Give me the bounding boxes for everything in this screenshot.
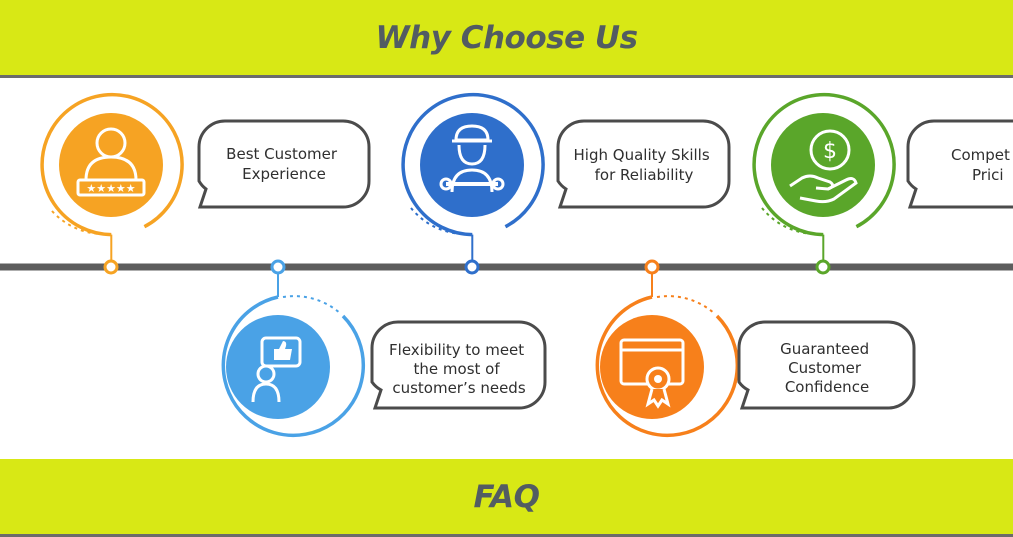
blue-ring-arc xyxy=(401,92,545,237)
certificate-badge-icon xyxy=(619,338,685,409)
feature-best-customer-experience: ★★★★★ Best Customer Experience xyxy=(40,92,371,275)
orange-ring-arc xyxy=(40,92,184,237)
feature-label-line: Experience xyxy=(242,165,326,183)
deep-orange-icon-disc xyxy=(600,315,704,419)
footer-band: FAQ xyxy=(0,459,1013,537)
feature-label-line: Guaranteed xyxy=(780,340,869,358)
feature-competitive-pricing: $ Compet Prici xyxy=(752,92,1013,275)
worker-wrench-icon xyxy=(439,124,505,193)
feature-flexibility: Flexibility to meet the most of customer… xyxy=(221,259,547,438)
speech-bubble xyxy=(556,119,731,209)
deep-orange-ring-arc xyxy=(595,295,740,438)
feature-high-quality-skills: High Quality Skills for Reliability xyxy=(401,92,731,275)
feature-label: Best Customer Experience xyxy=(226,145,342,183)
money-hand-icon: $ xyxy=(789,129,858,204)
feature-label-line: Best Customer xyxy=(226,145,338,163)
feature-label-line: Flexibility to meet xyxy=(389,341,524,359)
feature-label-line: Customer xyxy=(788,359,862,377)
timeline-diagram: ★★★★★ Best Customer Experience Flexibili… xyxy=(0,92,1013,438)
speech-bubble xyxy=(370,320,547,410)
blue-timeline-node xyxy=(464,259,480,275)
feature-label: Flexibility to meet the most of customer… xyxy=(389,341,529,397)
feature-label: Guaranteed Customer Confidence xyxy=(780,340,874,396)
feature-guaranteed-confidence: Guaranteed Customer Confidence xyxy=(595,259,916,438)
speech-bubble xyxy=(906,119,1013,209)
deep-orange-ring-dotted xyxy=(656,295,716,315)
feature-label-line: for Reliability xyxy=(595,166,694,184)
speech-bubble xyxy=(737,320,916,410)
light-blue-ring-dotted xyxy=(282,295,342,315)
feature-label-line: customer’s needs xyxy=(392,379,525,397)
light-blue-timeline-node xyxy=(270,259,286,275)
orange-timeline-node xyxy=(103,259,119,275)
orange-ring-dotted xyxy=(51,210,107,236)
svg-text:$: $ xyxy=(823,139,837,164)
feature-label-line: Compet xyxy=(951,146,1010,164)
customer-rating-icon: ★★★★★ xyxy=(76,127,146,197)
light-blue-ring-arc xyxy=(221,295,366,438)
green-ring-arc xyxy=(752,92,896,237)
header-band: Why Choose Us xyxy=(0,0,1013,78)
feature-label: Compet Prici xyxy=(951,146,1013,184)
thumbs-up-user-icon xyxy=(251,336,302,403)
feature-label-line: Confidence xyxy=(785,378,869,396)
header-title: Why Choose Us xyxy=(375,19,638,56)
svg-text:★★★★★: ★★★★★ xyxy=(86,182,135,195)
feature-label-line: Prici xyxy=(972,166,1004,184)
deep-orange-timeline-node xyxy=(644,259,660,275)
green-timeline-node xyxy=(815,259,831,275)
feature-label-line: the most of xyxy=(414,360,501,378)
feature-label: High Quality Skills for Reliability xyxy=(574,146,715,184)
footer-title: FAQ xyxy=(473,478,540,515)
feature-label-line: High Quality Skills xyxy=(574,146,710,164)
green-icon-disc xyxy=(771,113,875,217)
blue-ring-dotted xyxy=(410,207,468,236)
speech-bubble xyxy=(197,119,371,209)
green-ring-dotted xyxy=(761,207,819,236)
